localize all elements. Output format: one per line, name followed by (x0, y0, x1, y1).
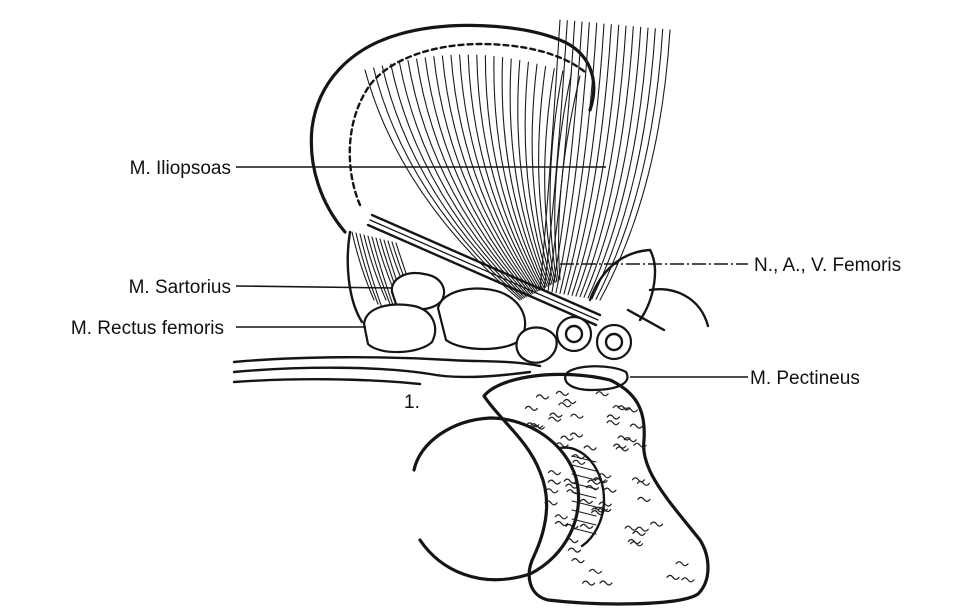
bone-squiggle (548, 480, 560, 484)
pubic-bone-texture (525, 391, 694, 585)
bone-squiggle (637, 481, 649, 485)
bone-squiggle (556, 522, 568, 526)
bone-squiggle (571, 414, 583, 418)
bone-squiggle (583, 581, 595, 585)
bone-squiggle (676, 562, 688, 566)
iliacus-fibers (365, 55, 580, 300)
bone-squiggle (548, 471, 560, 475)
label-iliopsoas: M. Iliopsoas (130, 158, 231, 179)
psoas-fiber (540, 20, 560, 290)
iliacus-fiber (539, 66, 554, 283)
bone-squiggle (600, 581, 612, 585)
bone-squiggle (549, 417, 561, 421)
lateral-fiber (356, 233, 378, 304)
bone-squiggle (636, 527, 648, 531)
bone-squiggle (632, 478, 644, 482)
bone-squiggle (581, 524, 593, 528)
label-marker-1: 1. (404, 392, 420, 413)
rectus-femoris-section (364, 305, 435, 352)
bone-squiggle (572, 559, 584, 563)
bone-squiggle (638, 497, 650, 501)
bone-squiggle (589, 569, 601, 573)
bone-squiggle (546, 489, 558, 493)
bone-squiggle (607, 421, 619, 425)
acetabulum-hatch-line (572, 465, 596, 471)
bone-squiggle (596, 392, 608, 396)
bone-squiggle (573, 460, 585, 464)
fascia-line-2 (234, 368, 530, 377)
bone-squiggle (604, 488, 616, 492)
label-sartorius: M. Sartorius (129, 277, 231, 298)
bone-squiggle (667, 575, 679, 579)
bone-squiggle (569, 548, 581, 552)
lacunar-ligament (650, 289, 708, 326)
bone-squiggle (625, 526, 637, 530)
iliac-wing-inner-edge (350, 44, 585, 205)
femoral-fan-outline (590, 250, 655, 320)
label-pectineus: M. Pectineus (750, 368, 860, 389)
psoas-fibers (540, 20, 670, 300)
lateral-fiber (352, 232, 374, 300)
small-muscle-section (517, 328, 557, 363)
label-rectus-femoris: M. Rectus femoris (71, 318, 224, 339)
bone-squiggle (550, 413, 562, 417)
femoral-head-outline (414, 418, 579, 580)
iliacus-fiber (391, 64, 525, 298)
bone-squiggle (607, 415, 619, 419)
acetabulum-hatch-line (572, 528, 596, 534)
fascia-line-1 (234, 357, 540, 366)
bone-squiggle (584, 446, 596, 450)
bone-squiggle (630, 424, 642, 428)
bone-squiggle (525, 406, 537, 410)
bone-squiggle (599, 502, 611, 506)
femoral-artery (557, 317, 591, 351)
bone-squiggle (564, 479, 576, 483)
acetabulum-hatch-line (572, 492, 596, 498)
lateral-fiber (364, 235, 386, 300)
acetabulum-rim (560, 448, 604, 546)
bone-squiggle (588, 480, 600, 484)
bone-squiggle (564, 400, 576, 404)
bone-squiggle (651, 522, 663, 526)
psoas-fiber (584, 27, 641, 297)
iliacus-fiber (425, 58, 531, 295)
bone-squiggle (556, 391, 568, 395)
iliacus-fiber (399, 62, 526, 296)
bone-squiggle (682, 578, 694, 582)
femoral-vein (597, 325, 631, 359)
bone-squiggle (633, 531, 645, 535)
bone-squiggle (555, 515, 567, 519)
label-femoral-bundle: N., A., V. Femoris (754, 255, 901, 276)
bone-squiggle (628, 540, 640, 544)
pectineal-area (628, 310, 664, 330)
bone-squiggle (561, 436, 573, 440)
iliacus-fiber (494, 57, 544, 289)
fascia-line-3 (234, 379, 420, 384)
bone-squiggle (571, 433, 583, 437)
iliopsoas-section (438, 289, 525, 349)
bone-squiggle (580, 499, 592, 503)
bone-squiggle (537, 395, 549, 399)
bone-squiggle (559, 403, 571, 407)
iliacus-fiber (510, 59, 547, 287)
